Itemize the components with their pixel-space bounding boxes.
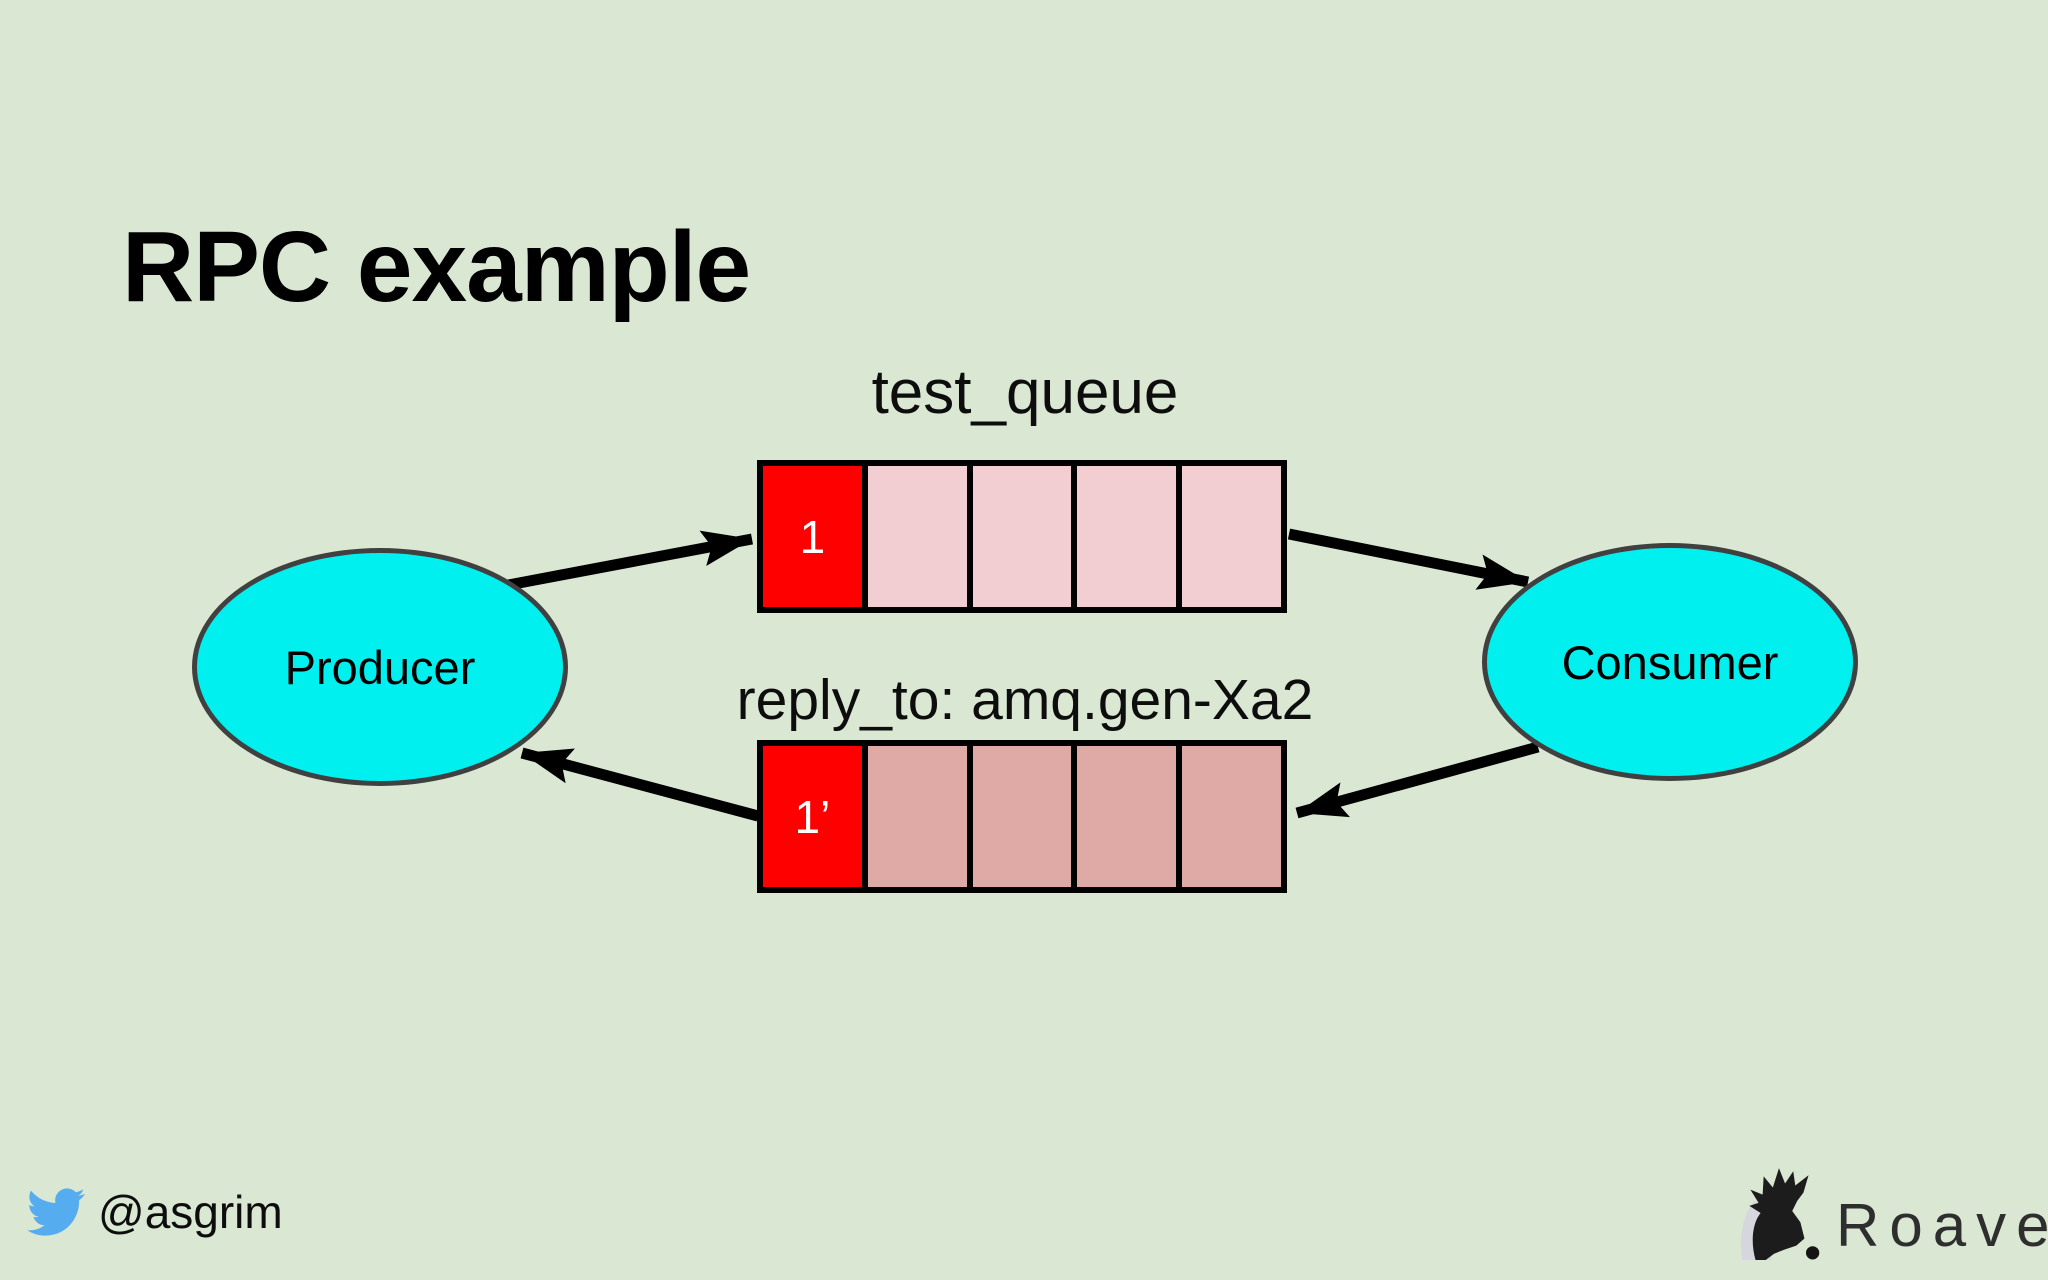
reply-queue-label: reply_to: amq.gen-Xa2 [736,668,1314,732]
queue-cell-empty [1077,466,1177,607]
queue-cell-empty [972,466,1072,607]
arrow-producer-to-test-queue [501,530,754,592]
request-queue-label: test_queue [871,358,1179,427]
brand-name: Roave [1836,1192,2048,1259]
queue-cell-message: 1’ [763,746,862,887]
queue-cell-empty [867,746,967,887]
producer-node: Producer [192,548,568,786]
queue-cell-empty [1077,746,1177,887]
twitter-handle: @asgrim [98,1186,283,1238]
slide-title: RPC example [122,211,751,323]
queue-cell-empty [1182,746,1281,887]
reply-queue: 1’ [757,740,1287,893]
consumer-label: Consumer [1561,635,1779,689]
roave-logo-icon [1740,1168,1820,1260]
arrow-test-queue-to-consumer [1287,528,1530,590]
arrow-consumer-to-reply-queue [1295,741,1540,819]
request-queue: 1 [757,460,1287,613]
queue-cell-empty [867,466,967,607]
footer-left: @asgrim [22,1183,283,1241]
twitter-icon [27,1188,85,1236]
arrow-reply-queue-to-producer [520,747,760,822]
queue-cell-message: 1 [763,466,862,607]
footer-right: Roave [1730,1160,2048,1262]
consumer-node: Consumer [1482,543,1858,781]
queue-cell-empty [972,746,1072,887]
producer-label: Producer [284,640,476,694]
queue-cell-empty [1182,466,1281,607]
